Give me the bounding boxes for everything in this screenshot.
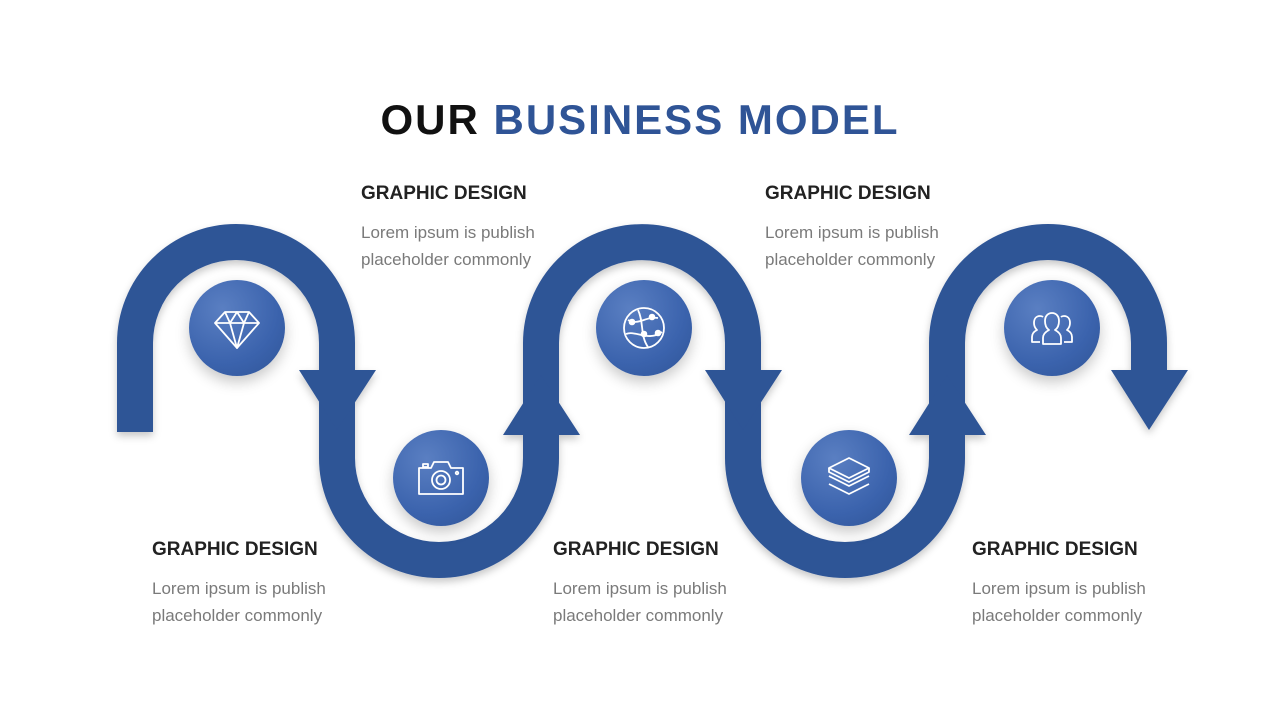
step-3-line-1: Lorem ipsum is publish bbox=[765, 223, 939, 242]
step-5-line-2: placeholder commonly bbox=[972, 606, 1143, 625]
wave-path bbox=[117, 224, 1167, 578]
arrow-up-1 bbox=[503, 375, 580, 435]
title-part-2: BUSINESS MODEL bbox=[493, 96, 900, 143]
step-3-text: GRAPHIC DESIGN Lorem ipsum is publish pl… bbox=[765, 183, 1005, 273]
step-1-icon-circle bbox=[189, 280, 285, 376]
step-3-description: Lorem ipsum is publish placeholder commo… bbox=[765, 219, 1005, 273]
step-4-line-2: placeholder commonly bbox=[553, 606, 724, 625]
step-1-line-1: Lorem ipsum is publish bbox=[361, 223, 535, 242]
page-title: OUR BUSINESS MODEL bbox=[0, 96, 1280, 144]
step-1-line-2: placeholder commonly bbox=[361, 250, 532, 269]
step-5-line-1: Lorem ipsum is publish bbox=[972, 579, 1146, 598]
step-2-line-2: placeholder commonly bbox=[152, 606, 323, 625]
team-icon bbox=[1031, 312, 1073, 345]
step-1-text: GRAPHIC DESIGN Lorem ipsum is publish pl… bbox=[361, 183, 601, 273]
arrow-down-3 bbox=[1111, 370, 1188, 430]
layers-icon bbox=[828, 457, 870, 495]
arrow-up-2 bbox=[909, 375, 986, 435]
globe-network-icon bbox=[623, 307, 665, 349]
diamond-icon bbox=[214, 311, 260, 349]
step-4-text: GRAPHIC DESIGN Lorem ipsum is publish pl… bbox=[553, 539, 793, 629]
step-3-icon-circle bbox=[596, 280, 692, 376]
step-2-text: GRAPHIC DESIGN Lorem ipsum is publish pl… bbox=[152, 539, 392, 629]
step-4-description: Lorem ipsum is publish placeholder commo… bbox=[553, 575, 793, 629]
step-5-icon-circle bbox=[1004, 280, 1100, 376]
arrow-down-1 bbox=[299, 370, 376, 430]
step-2-line-1: Lorem ipsum is publish bbox=[152, 579, 326, 598]
step-4-icon-circle bbox=[801, 430, 897, 526]
step-4-line-1: Lorem ipsum is publish bbox=[553, 579, 727, 598]
step-1-heading: GRAPHIC DESIGN bbox=[361, 183, 527, 204]
step-2-description: Lorem ipsum is publish placeholder commo… bbox=[152, 575, 392, 629]
step-2-icon-circle bbox=[393, 430, 489, 526]
step-4-heading: GRAPHIC DESIGN bbox=[553, 539, 719, 560]
title-part-1: OUR bbox=[380, 96, 480, 143]
step-2-heading: GRAPHIC DESIGN bbox=[152, 539, 318, 560]
step-3-line-2: placeholder commonly bbox=[765, 250, 936, 269]
arrow-down-2 bbox=[705, 370, 782, 430]
camera-icon bbox=[418, 461, 464, 495]
step-3-heading: GRAPHIC DESIGN bbox=[765, 183, 931, 204]
step-5-text: GRAPHIC DESIGN Lorem ipsum is publish pl… bbox=[972, 539, 1212, 629]
step-5-heading: GRAPHIC DESIGN bbox=[972, 539, 1138, 560]
step-5-description: Lorem ipsum is publish placeholder commo… bbox=[972, 575, 1212, 629]
step-1-description: Lorem ipsum is publish placeholder commo… bbox=[361, 219, 601, 273]
